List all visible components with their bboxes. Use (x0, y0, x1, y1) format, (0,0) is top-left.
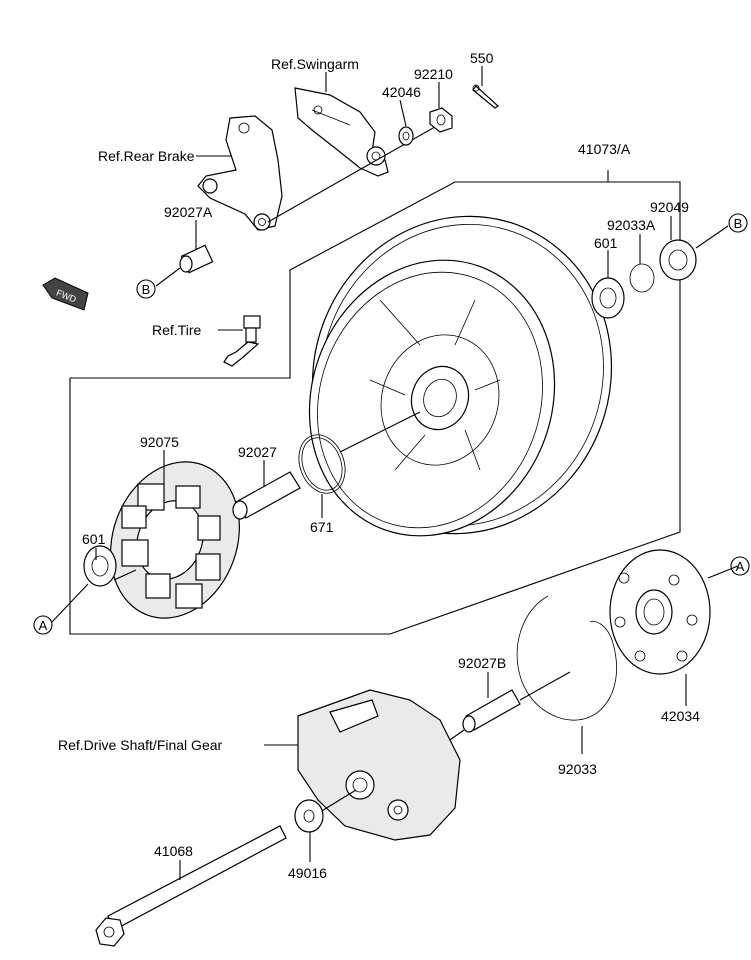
label-ref-rear-brake: Ref.Rear Brake (98, 148, 195, 164)
wheel-assembly-frame (69, 181, 681, 635)
label-601-top: 601 (594, 235, 618, 251)
rear-wheel-part (308, 215, 613, 537)
svg-text:B: B (142, 282, 151, 297)
seal-92049-part (659, 239, 697, 281)
svg-text:A: A (736, 559, 745, 574)
axle-41068-part (95, 825, 287, 947)
label-92027: 92027 (238, 444, 277, 460)
collar-92027b-part (462, 689, 521, 733)
label-42034: 42034 (661, 708, 700, 724)
callout-b-left: B (136, 279, 156, 299)
cotter-pin-550-part (472, 84, 499, 109)
label-92033a: 92033A (607, 217, 656, 233)
swingarm-part (294, 87, 389, 177)
callout-a-left: A (33, 615, 53, 635)
label-ref-swingarm: Ref.Swingarm (271, 56, 359, 72)
collar-92027-part (232, 471, 301, 520)
label-550: 550 (470, 50, 494, 66)
label-41073a: 41073/A (578, 141, 631, 157)
label-49016: 49016 (288, 865, 327, 881)
callout-a-right: A (730, 556, 750, 576)
damper-92075-part (110, 461, 240, 619)
rear-brake-bracket-part (197, 115, 283, 231)
final-gear-case-part (297, 689, 461, 841)
bearing-601-top-part (591, 277, 625, 319)
label-92210: 92210 (414, 66, 453, 82)
svg-text:B: B (734, 216, 743, 231)
callout-b-right: B (728, 213, 748, 233)
label-92033: 92033 (558, 761, 597, 777)
label-ref-drive-shaft: Ref.Drive Shaft/Final Gear (58, 737, 223, 753)
svg-text:A: A (39, 618, 48, 633)
label-42046: 42046 (382, 84, 421, 100)
hub-plate-42034-part (609, 549, 711, 675)
label-92027a: 92027A (164, 204, 213, 220)
label-92027b: 92027B (458, 655, 506, 671)
bearing-601-left-part (83, 545, 117, 587)
nut-92210-part (429, 107, 453, 133)
label-ref-tire: Ref.Tire (152, 322, 201, 338)
label-41068: 41068 (154, 843, 193, 859)
label-671: 671 (310, 519, 334, 535)
label-92049: 92049 (650, 199, 689, 215)
collar-92027a-part (179, 244, 214, 274)
fwd-arrow-icon: FWD (42, 277, 89, 311)
label-92075: 92075 (140, 434, 179, 450)
label-601-left: 601 (82, 531, 106, 547)
tire-valve-part (223, 315, 261, 367)
